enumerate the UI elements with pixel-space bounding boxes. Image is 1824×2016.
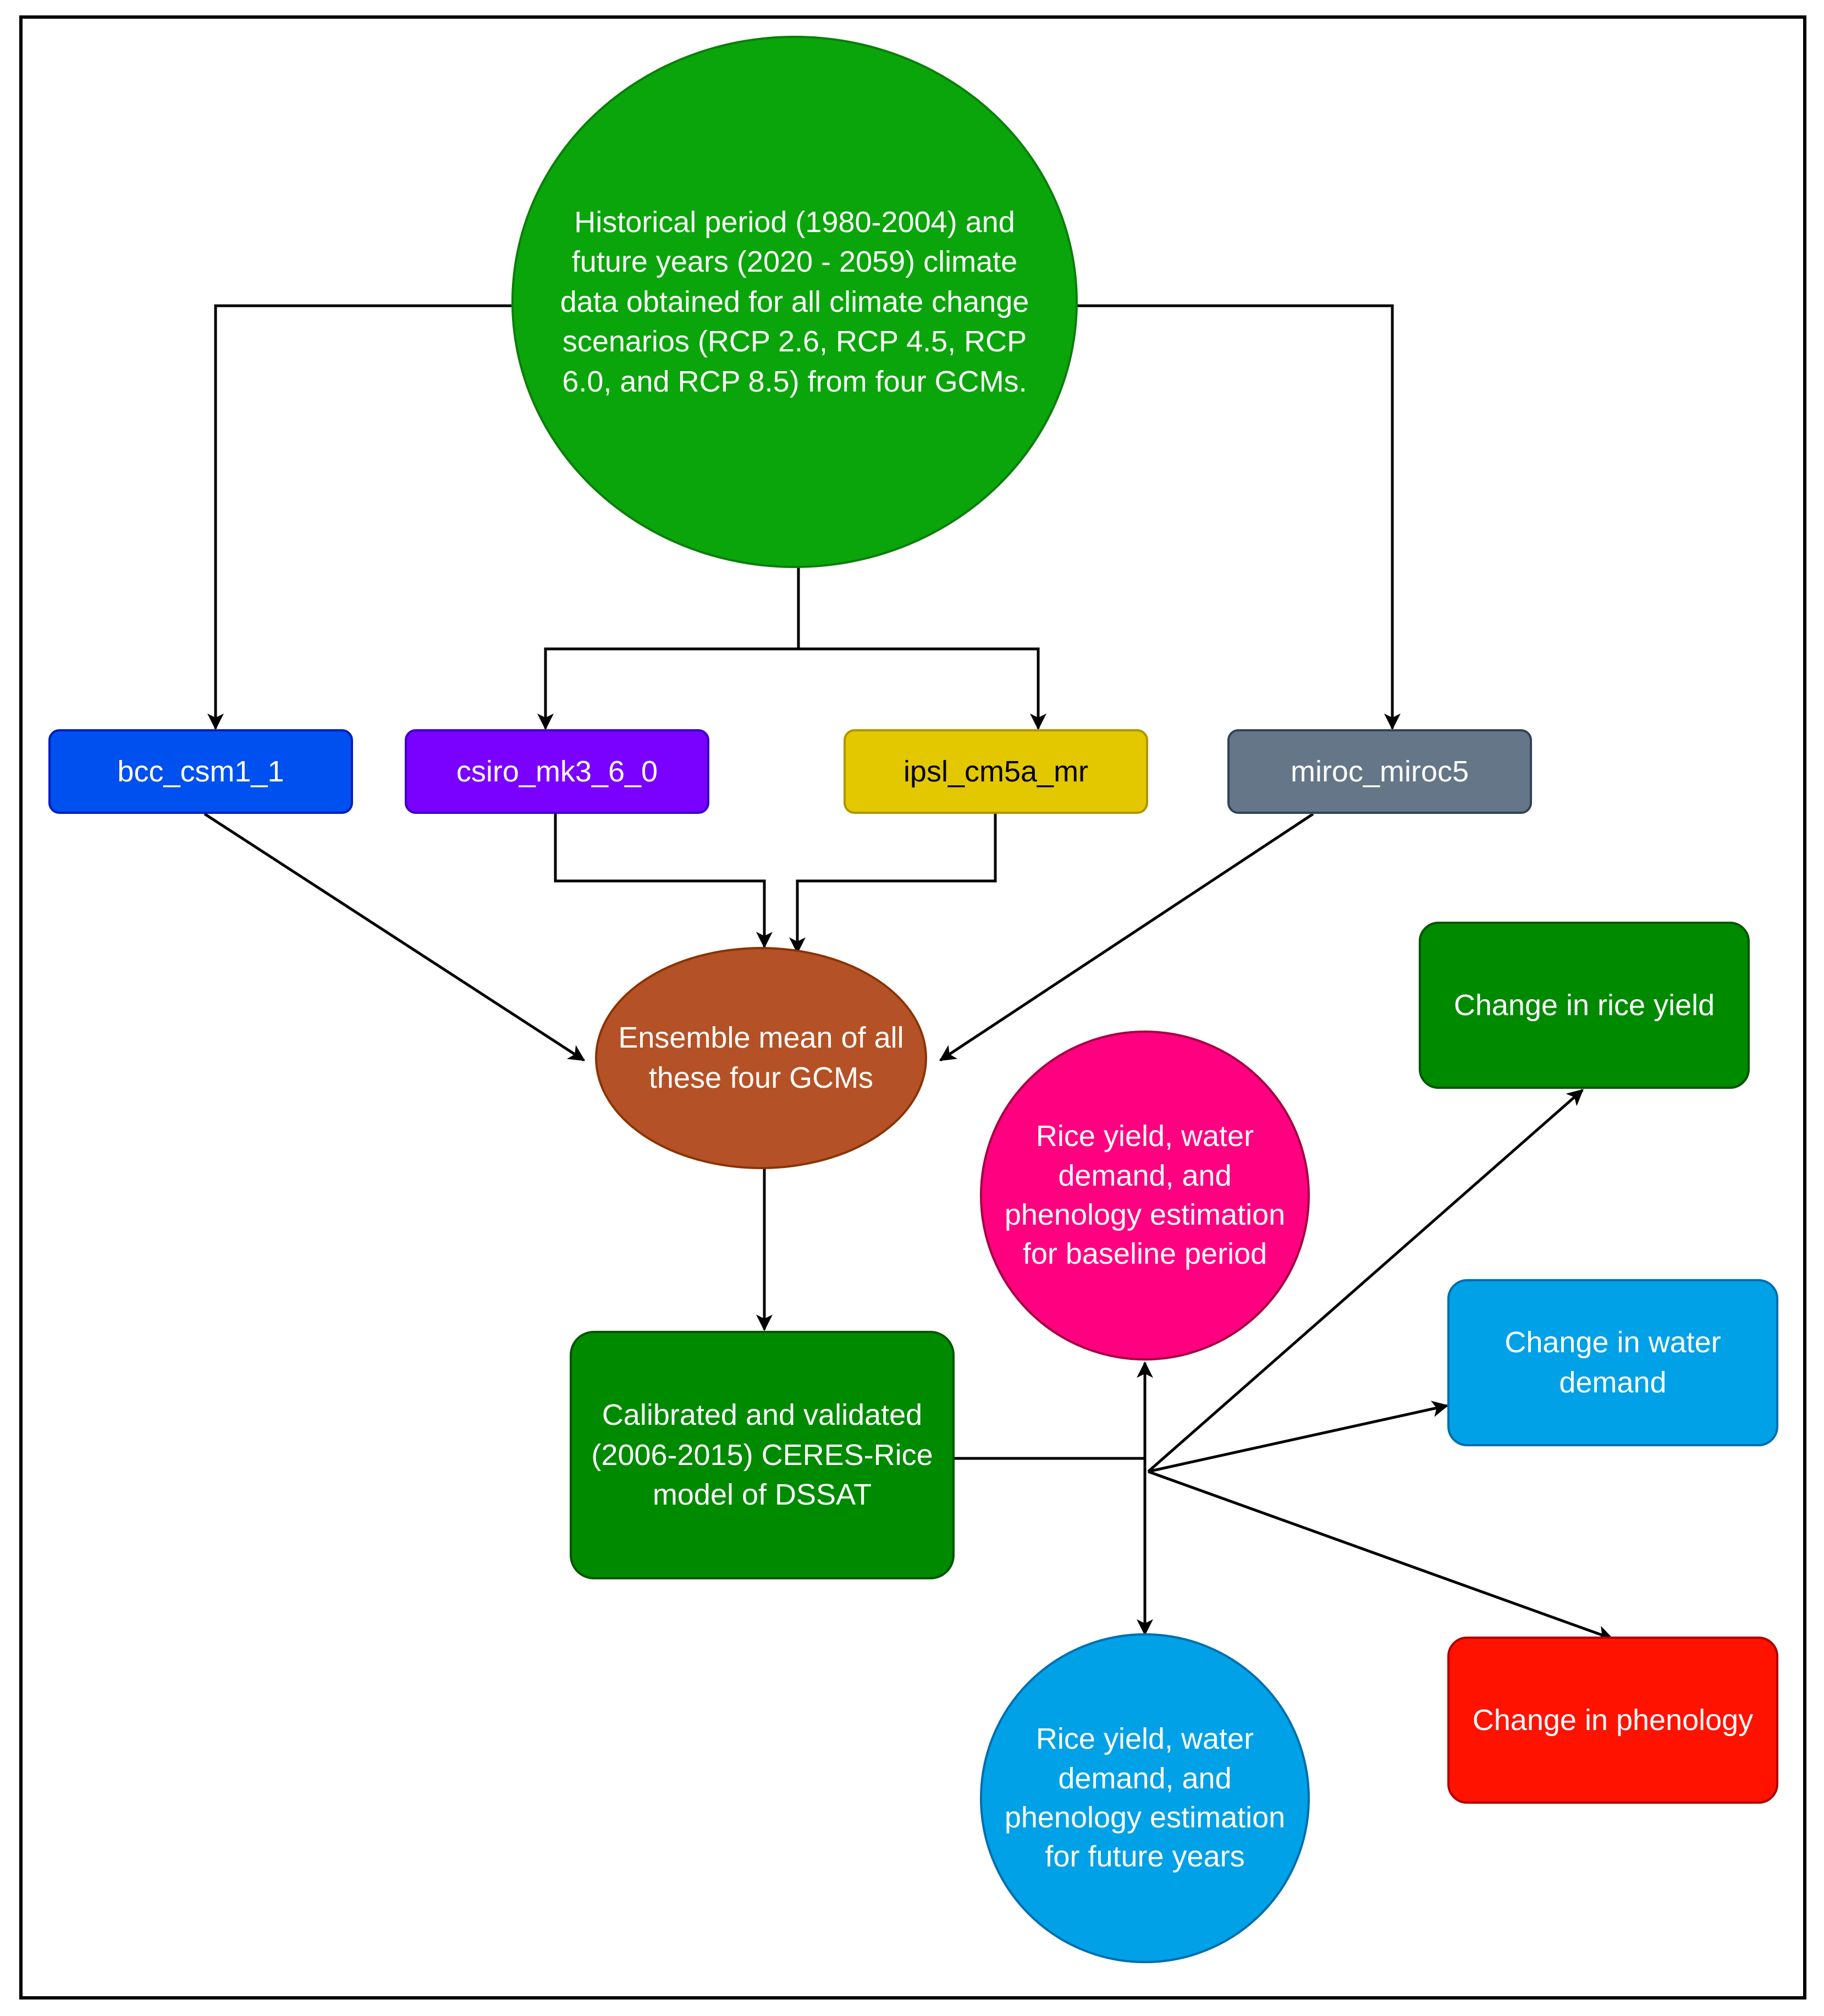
gcm-miroc-node: miroc_miroc5 — [1227, 729, 1532, 814]
edge-hub-to-change-phenology — [1148, 1470, 1614, 1642]
ensemble-mean-label: Ensemble mean of all these four GCMs — [618, 1021, 904, 1094]
edge-climate-to-ipsl — [798, 647, 1046, 730]
change-water-demand-node: Change in water demand — [1447, 1279, 1778, 1446]
gcm-csiro-label: csiro_mk3_6_0 — [456, 755, 658, 788]
future-estimation-label: Rice yield, water demand, and phenology … — [1004, 1722, 1286, 1874]
gcm-ipsl-node: ipsl_cm5a_mr — [844, 729, 1148, 814]
baseline-estimation-node: Rice yield, water demand, and phenology … — [980, 1031, 1310, 1360]
gcm-ipsl-label: ipsl_cm5a_mr — [903, 755, 1089, 788]
edge-climate-to-bcc — [207, 304, 511, 730]
ceres-model-node: Calibrated and validated (2006-2015) CER… — [570, 1331, 955, 1579]
change-rice-yield-node: Change in rice yield — [1419, 922, 1750, 1089]
climate-data-label: Historical period (1980-2004) and future… — [560, 206, 1029, 398]
gcm-bcc-node: bcc_csm1_1 — [48, 729, 353, 814]
gcm-miroc-label: miroc_miroc5 — [1290, 755, 1469, 788]
climate-data-node: Historical period (1980-2004) and future… — [511, 36, 1078, 568]
edge-climate-to-miroc — [1077, 304, 1401, 730]
ensemble-mean-node: Ensemble mean of all these four GCMs — [595, 947, 927, 1169]
edge-miroc-to-ensemble — [939, 812, 1314, 1062]
baseline-estimation-label: Rice yield, water demand, and phenology … — [1004, 1120, 1286, 1271]
change-water-demand-label: Change in water demand — [1505, 1326, 1721, 1399]
edge-hub-to-change-yield — [1147, 1089, 1584, 1473]
edge-climate-to-csiro — [537, 647, 798, 730]
gcm-csiro-node: csiro_mk3_6_0 — [405, 729, 709, 814]
change-rice-yield-label: Change in rice yield — [1453, 988, 1715, 1022]
gcm-bcc-label: bcc_csm1_1 — [117, 755, 284, 788]
edge-hub-to-change-water — [1148, 1401, 1449, 1473]
diagram-frame — [19, 15, 1806, 2000]
future-estimation-node: Rice yield, water demand, and phenology … — [980, 1633, 1310, 1963]
edge-csiro-to-ensemble — [554, 814, 773, 949]
edge-bcc-to-ensemble — [203, 812, 586, 1062]
ceres-model-label: Calibrated and validated (2006-2015) CER… — [591, 1398, 933, 1512]
change-phenology-node: Change in phenology — [1447, 1637, 1778, 1804]
change-phenology-label: Change in phenology — [1472, 1703, 1754, 1737]
edge-ipsl-to-ensemble — [789, 814, 997, 954]
